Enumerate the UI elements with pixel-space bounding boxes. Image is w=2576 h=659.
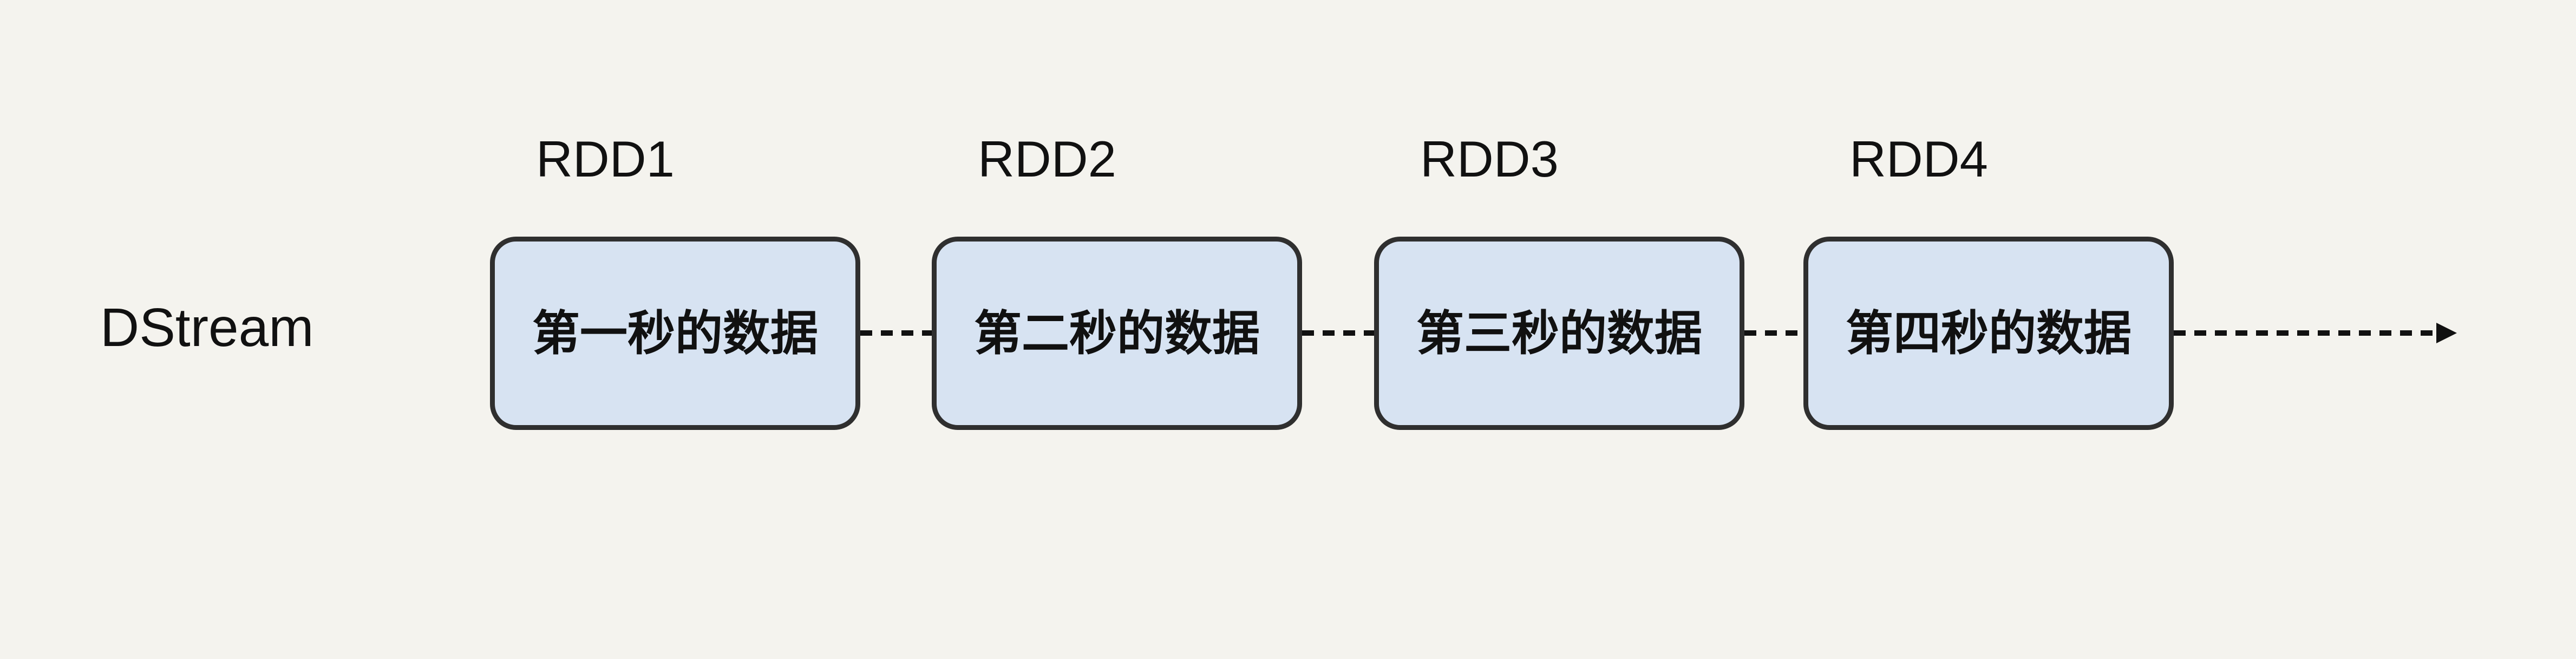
rdd-group-4: RDD4 第四秒的数据 — [1803, 134, 2174, 430]
rdd2-title: RDD2 — [978, 131, 1116, 187]
stream-continues-dashed-line — [2174, 330, 2437, 336]
dstream-label: DStream — [100, 297, 314, 358]
rdd3-title: RDD3 — [1420, 131, 1559, 187]
arrow-right-icon — [2436, 323, 2457, 343]
rdd1-title: RDD1 — [536, 131, 675, 187]
rdd4-box-label: 第四秒的数据 — [1845, 306, 2132, 360]
rdd-group-1: RDD1 第一秒的数据 — [490, 134, 860, 430]
rdd2-box: 第二秒的数据 — [932, 237, 1302, 430]
rdd2-box-label: 第二秒的数据 — [973, 306, 1260, 360]
dashed-connector-3-4 — [1744, 330, 1803, 336]
rdd3-box-label: 第三秒的数据 — [1416, 306, 1702, 360]
dashed-connector-1-2 — [860, 330, 932, 336]
rdd4-title: RDD4 — [1849, 131, 1988, 187]
rdd4-box: 第四秒的数据 — [1803, 237, 2174, 430]
rdd1-box: 第一秒的数据 — [490, 237, 860, 430]
rdd-group-3: RDD3 第三秒的数据 — [1374, 134, 1744, 430]
rdd1-box-label: 第一秒的数据 — [532, 306, 818, 360]
dashed-connector-2-3 — [1302, 330, 1374, 336]
rdd3-box: 第三秒的数据 — [1374, 237, 1744, 430]
rdd-group-2: RDD2 第二秒的数据 — [932, 134, 1302, 430]
